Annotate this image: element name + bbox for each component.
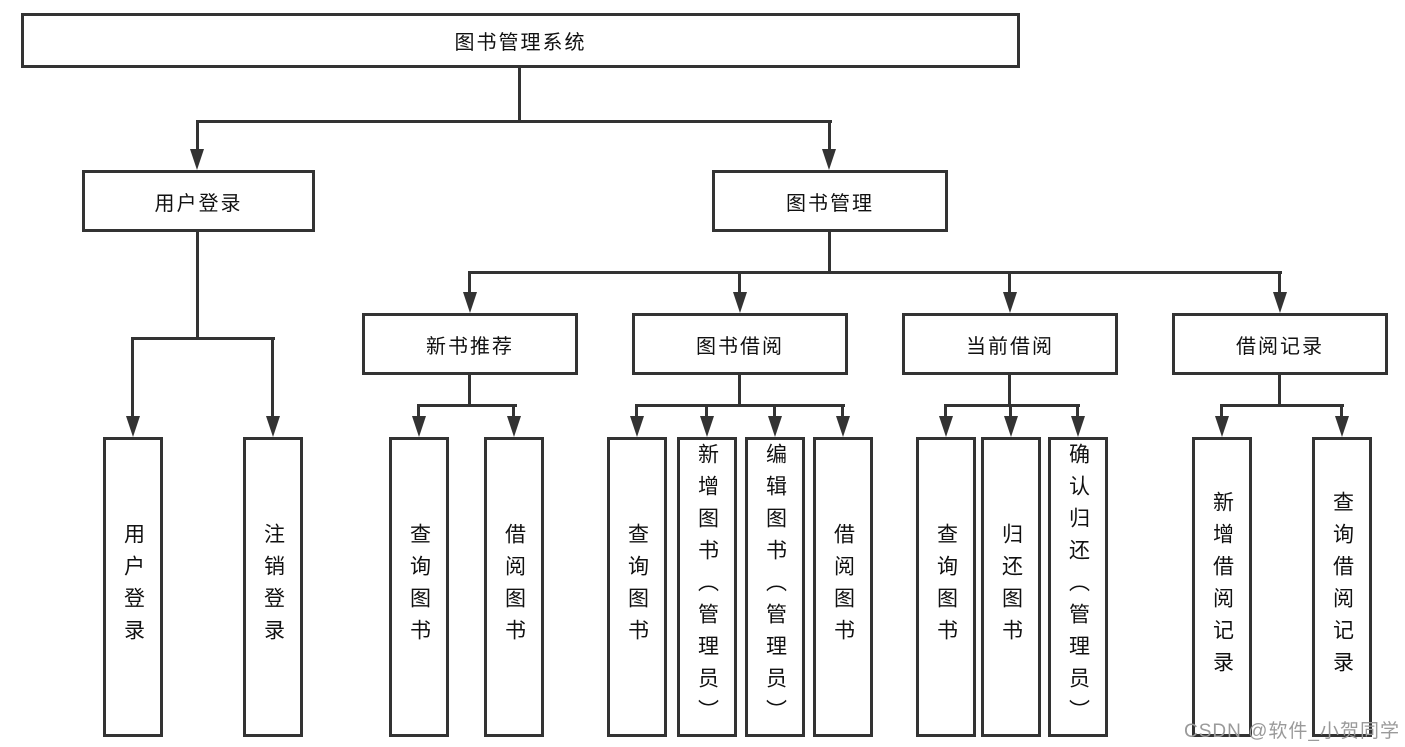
node-library-management-system: 图书管理系统 xyxy=(21,13,1020,68)
connector-borrowing-drop-2 xyxy=(705,404,708,417)
leaf-label: 确认归还（管理员） xyxy=(1066,443,1090,731)
leaf-label: 查询图书 xyxy=(407,523,431,651)
leaf-label: 新增图书（管理员） xyxy=(695,443,719,731)
arrow-down-icon xyxy=(630,416,644,437)
leaf-query-books-current: 查询图书 xyxy=(916,437,976,737)
leaf-label: 编辑图书（管理员） xyxy=(763,443,787,731)
connector-new-book-drop-1 xyxy=(417,404,420,417)
connector-records-rail xyxy=(1220,404,1344,407)
arrow-down-icon xyxy=(733,292,747,313)
arrow-down-icon xyxy=(412,416,426,437)
leaf-label: 借阅图书 xyxy=(502,523,526,651)
leaf-return-books: 归还图书 xyxy=(981,437,1041,737)
connector-user-login-rail xyxy=(131,337,275,340)
arrow-down-icon xyxy=(1335,416,1349,437)
node-label: 借阅记录 xyxy=(1236,335,1324,358)
connector-borrowing-stem xyxy=(738,375,741,406)
connector-root-rail xyxy=(196,120,832,123)
arrow-down-icon xyxy=(463,292,477,313)
connector-records-drop-2 xyxy=(1340,404,1343,417)
leaf-label: 用户登录 xyxy=(121,523,145,651)
leaf-add-book-admin: 新增图书（管理员） xyxy=(677,437,737,737)
arrow-down-icon xyxy=(266,416,280,437)
arrow-down-icon xyxy=(768,416,782,437)
leaf-borrow-books-recommend: 借阅图书 xyxy=(484,437,544,737)
connector-book-mgmt-drop-1 xyxy=(468,271,471,293)
arrow-down-icon xyxy=(700,416,714,437)
connector-new-book-stem xyxy=(468,375,471,406)
leaf-label: 查询借阅记录 xyxy=(1330,491,1354,683)
connector-new-book-rail xyxy=(417,404,517,407)
connector-current-drop-3 xyxy=(1076,404,1079,417)
arrow-down-icon xyxy=(1004,416,1018,437)
connector-root-stem xyxy=(518,68,521,121)
connector-current-stem xyxy=(1008,375,1011,406)
csdn-watermark: CSDN @软件_小贺同学 xyxy=(1184,721,1400,742)
connector-book-mgmt-stem xyxy=(828,232,831,273)
connector-current-drop-2 xyxy=(1009,404,1012,417)
arrow-down-icon xyxy=(822,149,836,170)
leaf-query-books-borrowing: 查询图书 xyxy=(607,437,667,737)
node-new-book-recommendation: 新书推荐 xyxy=(362,313,578,375)
node-label: 图书管理系统 xyxy=(454,32,587,54)
arrow-down-icon xyxy=(939,416,953,437)
leaf-label: 借阅图书 xyxy=(831,523,855,651)
node-borrowing-records: 借阅记录 xyxy=(1172,313,1388,375)
connector-user-login-drop-1 xyxy=(131,337,134,417)
connector-root-drop-right xyxy=(828,120,831,152)
leaf-edit-book-admin: 编辑图书（管理员） xyxy=(745,437,805,737)
connector-new-book-drop-2 xyxy=(512,404,515,417)
connector-user-login-stem xyxy=(196,232,199,337)
connector-book-mgmt-drop-4 xyxy=(1278,271,1281,293)
leaf-borrow-books-borrowing: 借阅图书 xyxy=(813,437,873,737)
connector-borrowing-rail xyxy=(635,404,845,407)
connector-book-mgmt-drop-3 xyxy=(1008,271,1011,293)
leaf-label: 注销登录 xyxy=(261,523,285,651)
arrow-down-icon xyxy=(507,416,521,437)
connector-records-stem xyxy=(1278,375,1281,406)
leaf-label: 查询图书 xyxy=(934,523,958,651)
node-label: 当前借阅 xyxy=(966,335,1054,358)
node-label: 用户登录 xyxy=(154,192,243,215)
arrow-down-icon xyxy=(126,416,140,437)
arrow-down-icon xyxy=(836,416,850,437)
connector-user-login-drop-2 xyxy=(271,337,274,417)
arrow-down-icon xyxy=(1273,292,1287,313)
leaf-query-borrow-record: 查询借阅记录 xyxy=(1312,437,1372,737)
connector-current-rail xyxy=(944,404,1080,407)
connector-current-drop-1 xyxy=(944,404,947,417)
connector-root-drop-left xyxy=(196,120,199,152)
leaf-add-borrow-record: 新增借阅记录 xyxy=(1192,437,1252,737)
connector-records-drop-1 xyxy=(1220,404,1223,417)
leaf-query-books-recommend: 查询图书 xyxy=(389,437,449,737)
arrow-down-icon xyxy=(1071,416,1085,437)
connector-borrowing-drop-4 xyxy=(841,404,844,417)
connector-borrowing-drop-1 xyxy=(635,404,638,417)
leaf-logout: 注销登录 xyxy=(243,437,303,737)
node-book-management: 图书管理 xyxy=(712,170,948,232)
leaf-user-login: 用户登录 xyxy=(103,437,163,737)
arrow-down-icon xyxy=(1003,292,1017,313)
node-book-borrowing: 图书借阅 xyxy=(632,313,848,375)
leaf-label: 查询图书 xyxy=(625,523,649,651)
node-label: 图书管理 xyxy=(786,192,874,215)
node-user-login: 用户登录 xyxy=(82,170,315,232)
node-label: 图书借阅 xyxy=(696,335,784,358)
arrow-down-icon xyxy=(1215,416,1229,437)
connector-borrowing-drop-3 xyxy=(773,404,776,417)
connector-book-mgmt-drop-2 xyxy=(738,271,741,293)
node-current-borrowing: 当前借阅 xyxy=(902,313,1118,375)
connector-book-mgmt-rail xyxy=(468,271,1282,274)
node-label: 新书推荐 xyxy=(426,335,514,358)
arrow-down-icon xyxy=(190,149,204,170)
leaf-label: 归还图书 xyxy=(999,523,1023,651)
leaf-label: 新增借阅记录 xyxy=(1210,491,1234,683)
leaf-confirm-return-admin: 确认归还（管理员） xyxy=(1048,437,1108,737)
